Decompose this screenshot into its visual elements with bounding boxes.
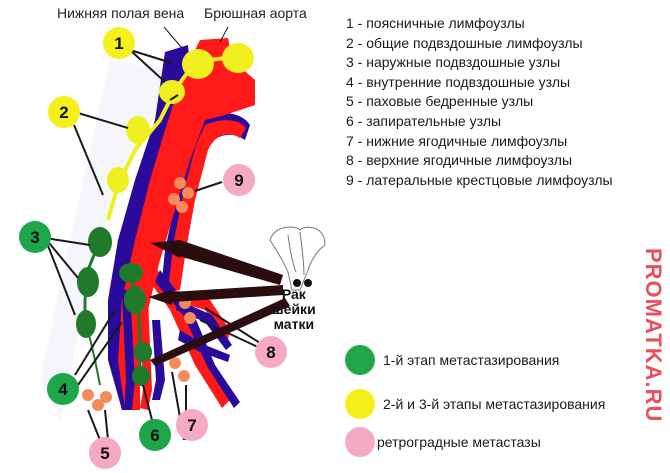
cervical-cancer-label: Рак шейки матки bbox=[272, 286, 316, 332]
marker-6-label: 6 bbox=[150, 426, 159, 445]
marker-5-label: 5 bbox=[100, 444, 109, 463]
marker-3 bbox=[19, 221, 51, 253]
green-dot-icon bbox=[345, 345, 375, 375]
orange-lymph-nodes bbox=[82, 177, 196, 411]
legend-item-6: 6 - запирательные узлы bbox=[346, 112, 502, 129]
metastasis-arrows bbox=[148, 240, 290, 366]
marker-7 bbox=[176, 409, 208, 441]
marker-6 bbox=[139, 419, 171, 451]
vena-cava-label: Нижняя полая вена bbox=[57, 5, 185, 21]
marker-2-label: 2 bbox=[59, 103, 68, 122]
legend-item-2: 2 - общие подвздошные лимфоузлы bbox=[346, 34, 583, 51]
aorta-label: Брюшная аорта bbox=[204, 5, 307, 21]
legend-item-4: 4 - внутренние подвздошные узлы bbox=[346, 73, 571, 90]
stage-item-2: 2-й и 3-й этапы метастазирования bbox=[345, 389, 605, 419]
marker-5 bbox=[89, 437, 121, 469]
legend-item-3: 3 - наружные подвздошные узлы bbox=[346, 54, 561, 71]
uterus-sketch bbox=[269, 226, 326, 291]
marker-7-label: 7 bbox=[187, 416, 196, 435]
marker-4 bbox=[47, 373, 79, 405]
legend-item-8: 8 - верхние ягодичные лимфоузлы bbox=[346, 152, 573, 169]
green-lymph-nodes bbox=[76, 227, 152, 386]
yellow-lymph-chain bbox=[106, 43, 254, 221]
marker-3-label: 3 bbox=[30, 228, 39, 247]
marker-8 bbox=[255, 336, 287, 368]
node-markers bbox=[19, 27, 287, 469]
marker-2 bbox=[48, 96, 80, 128]
marker-1-label: 1 bbox=[114, 34, 123, 53]
stage-item-1: 1-й этап метастазирования bbox=[345, 345, 559, 375]
cervix-dot bbox=[293, 279, 301, 287]
cervix-dot bbox=[304, 279, 312, 287]
legend-item-7: 7 - нижние ягодичные лимфоузлы bbox=[346, 132, 568, 149]
yellow-dot-icon bbox=[345, 389, 375, 419]
marker-9-label: 9 bbox=[234, 171, 243, 190]
leader-lines bbox=[44, 49, 261, 441]
marker-1 bbox=[103, 27, 135, 59]
marker-9 bbox=[223, 164, 255, 196]
stage-item-3: ретроградные метастазы bbox=[345, 427, 541, 457]
legend-item-1: 1 - поясничные лимфоузлы bbox=[346, 15, 525, 31]
node-legend: 1 - поясничные лимфоузлы 2 - общие подвз… bbox=[346, 14, 613, 190]
watermark: PROMATKA.RU bbox=[641, 248, 666, 423]
marker-4-label: 4 bbox=[58, 380, 68, 399]
pink-dot-icon bbox=[345, 427, 375, 457]
legend-item-9: 9 - латеральные крестцовые лимфоузлы bbox=[346, 171, 613, 188]
legend-item-5: 5 - паховые бедренные узлы bbox=[346, 93, 534, 110]
marker-8-label: 8 bbox=[266, 343, 275, 362]
